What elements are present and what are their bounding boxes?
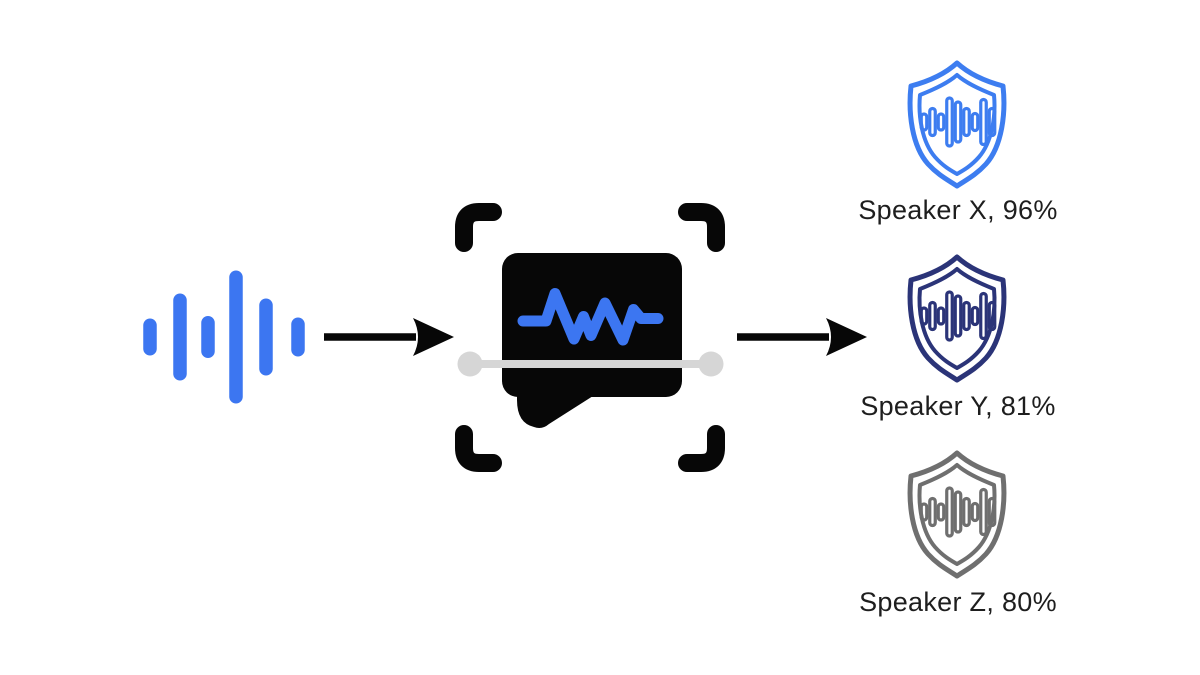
audio-waveform-icon xyxy=(143,270,305,404)
scan-corner-top-right xyxy=(678,203,725,252)
scan-corner-top-left xyxy=(455,203,502,252)
voiceprint-zigzag xyxy=(517,288,664,346)
scan-frame-corners xyxy=(455,203,725,472)
shield-voiceprint-icon xyxy=(897,448,1017,582)
shield-voiceprint-icon xyxy=(897,252,1017,386)
scan-line xyxy=(457,351,724,377)
scan-corner-bottom-right xyxy=(678,425,725,472)
scan-corner-bottom-left xyxy=(455,425,502,472)
shield-voiceprint-icon xyxy=(897,58,1017,192)
speaker-label: Speaker X, 96% xyxy=(858,195,1058,225)
speaker-label: Speaker Z, 80% xyxy=(859,587,1057,617)
scan-line-dot-left xyxy=(457,351,483,377)
speaker-label: Speaker Y, 81% xyxy=(860,391,1056,421)
scan-line-dot-right xyxy=(698,351,724,377)
arrow-right-icon xyxy=(737,318,867,356)
arrow-right-icon xyxy=(324,318,454,356)
voice-scan-speech-bubble-icon xyxy=(455,203,725,472)
